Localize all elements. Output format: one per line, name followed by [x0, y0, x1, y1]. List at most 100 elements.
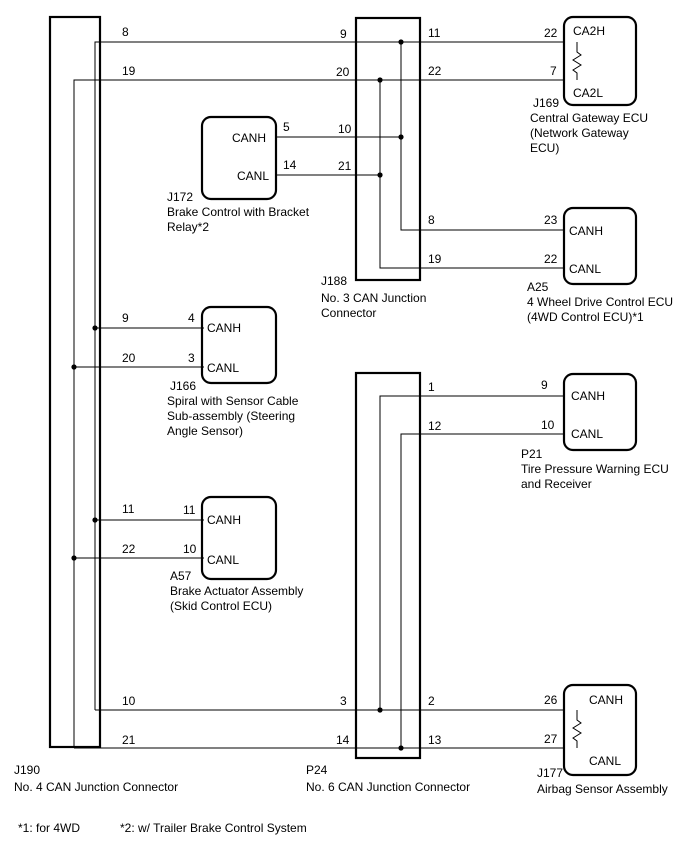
p24-code: P24 [306, 763, 328, 777]
a57-name-line2: (Skid Control ECU) [170, 599, 272, 613]
pin-label: 19 [428, 252, 442, 266]
a57-ecu-box [200, 495, 278, 581]
pin-label: 22 [122, 542, 136, 556]
j166-name-line2: Sub-assembly (Steering [167, 409, 295, 423]
junction-dot [377, 172, 383, 178]
p21-name-line1: Tire Pressure Warning ECU [521, 462, 669, 476]
junction-dot [92, 325, 98, 331]
j166-ecu-box [200, 305, 278, 385]
junction-dot [398, 134, 404, 140]
p24-can-h-splice [379, 395, 564, 710]
junction-dot [398, 39, 404, 45]
pin-label: 26 [544, 693, 558, 707]
pin-label: 14 [336, 733, 350, 747]
j188-can-h-splice [400, 42, 564, 231]
j169-pin-h-label: CA2H [573, 24, 605, 38]
junction-dot [398, 745, 404, 751]
pin-label: 2 [428, 694, 435, 708]
a25-code: A25 [527, 280, 549, 294]
p21-pin-l-label: CANL [571, 427, 603, 441]
j172-name-line1: Brake Control with Bracket [167, 205, 310, 219]
pin-label: 20 [336, 65, 350, 79]
p24-connector-box [354, 371, 422, 760]
junction-dot [71, 364, 77, 370]
j190-connector-box [48, 15, 102, 749]
a57-name-line1: Brake Actuator Assembly [170, 584, 303, 598]
pin-label: 8 [428, 213, 435, 227]
j177-resistor-icon [572, 710, 582, 748]
pin-label: 8 [122, 25, 129, 39]
pin-label: 27 [544, 732, 558, 746]
footnote-1: *1: for 4WD [18, 821, 80, 835]
j177-pin-l-label: CANL [589, 754, 621, 768]
j172-pin-l-label: CANL [237, 169, 269, 183]
pin-label: 11 [183, 503, 196, 517]
j177-code: J177 [537, 766, 563, 780]
j190-name: No. 4 CAN Junction Connector [14, 780, 178, 794]
footnote-2: *2: w/ Trailer Brake Control System [120, 821, 307, 835]
a25-pin-h-label: CANH [569, 224, 603, 238]
j172-pin-h-label: CANH [232, 131, 266, 145]
j172-name-line2: Relay*2 [167, 220, 209, 234]
j188-can-l-splice [379, 80, 564, 269]
a25-ecu-box [562, 206, 638, 286]
pin-label: 10 [338, 122, 352, 136]
j166-pin-h-label: CANH [207, 321, 241, 335]
a25-name-line1: 4 Wheel Drive Control ECU [527, 295, 673, 309]
j169-name-line2: (Network Gateway [530, 126, 629, 140]
junction-dot [71, 555, 77, 561]
pin-label: 19 [122, 64, 136, 78]
pin-label: 22 [544, 252, 558, 266]
j166-name-line1: Spiral with Sensor Cable [167, 394, 299, 408]
a25-pin-l-label: CANL [569, 262, 601, 276]
pin-label: 14 [283, 158, 297, 172]
j177-ecu-box [562, 683, 638, 777]
pin-label: 20 [122, 351, 136, 365]
a57-pin-h-label: CANH [207, 513, 241, 527]
pin-label: 1 [428, 380, 435, 394]
p21-pin-h-label: CANH [571, 389, 605, 403]
pin-label: 7 [550, 64, 557, 78]
pin-label: 10 [541, 418, 555, 432]
pin-label: 3 [340, 694, 347, 708]
a25-name-line2: (4WD Control ECU)*1 [527, 310, 644, 324]
j166-code: J166 [170, 379, 196, 393]
can-l-bus-j190 [73, 79, 564, 748]
j166-name-line3: Angle Sensor) [167, 424, 243, 438]
a57-code: A57 [170, 569, 192, 583]
pin-label: 21 [338, 159, 352, 173]
j188-connector-box [354, 16, 422, 282]
can-h-bus-j190 [94, 41, 564, 710]
pin-label: 21 [122, 733, 136, 747]
j169-name-line1: Central Gateway ECU [530, 111, 648, 125]
junction-dot [92, 517, 98, 523]
j177-name-line1: Airbag Sensor Assembly [537, 782, 668, 796]
j188-name-line2: Connector [321, 306, 376, 320]
pin-label: 10 [122, 694, 136, 708]
j172-ecu-box [200, 115, 278, 201]
junction-dot [377, 707, 383, 713]
j188-code: J188 [321, 274, 347, 288]
j166-pin-l-label: CANL [207, 361, 239, 375]
pin-label: 13 [428, 733, 442, 747]
pin-label: 9 [541, 378, 548, 392]
j169-code: J169 [533, 96, 559, 110]
pin-label: 5 [283, 120, 290, 134]
j188-name-line1: No. 3 CAN Junction [321, 291, 426, 305]
pin-label: 12 [428, 419, 442, 433]
pin-label: 11 [428, 26, 441, 40]
j172-code: J172 [167, 190, 193, 204]
junction-dot [377, 77, 383, 83]
p24-name: No. 6 CAN Junction Connector [306, 780, 470, 794]
pin-label: 3 [188, 351, 195, 365]
j169-name-line3: ECU) [530, 141, 559, 155]
pin-label: 23 [544, 213, 558, 227]
p24-can-l-splice [400, 433, 564, 748]
pin-label: 22 [428, 64, 442, 78]
j169-resistor-icon [572, 42, 582, 80]
p21-code: P21 [521, 447, 543, 461]
p21-name-line2: and Receiver [521, 477, 592, 491]
j169-ecu-box [562, 15, 638, 107]
pin-label: 11 [122, 502, 135, 516]
